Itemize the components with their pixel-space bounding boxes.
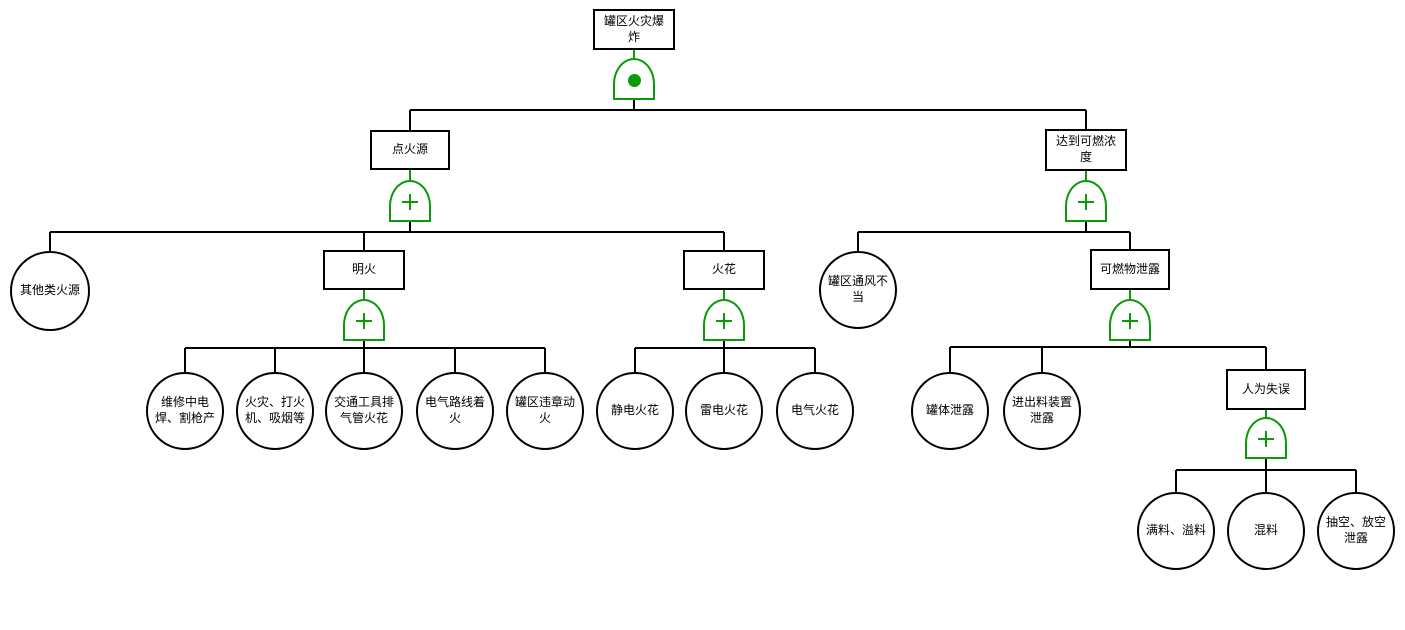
basic-event-electrical-spark: 电气火花 <box>776 372 854 450</box>
basic-event-inlet-outlet-device-leakage: 进出料装置 泄露 <box>1003 372 1081 450</box>
basic-event-other-fire-sources: 其他类火源 <box>10 251 90 331</box>
basic-event-welding-cutting-in-maintenance: 维修中电 焊、割枪产 <box>146 372 224 450</box>
basic-event-illegal-hot-work-in-tank-area: 罐区违章动 火 <box>506 372 584 450</box>
or-gate-plus-icon <box>716 313 732 329</box>
basic-event-vehicle-exhaust-spark: 交通工具排 气管火花 <box>325 372 403 450</box>
event-ignition-source: 点火源 <box>370 130 450 170</box>
or-gate-flammable-concentration <box>1065 180 1107 222</box>
or-gate-ignition-source <box>389 180 431 222</box>
or-gate-plus-icon <box>1258 431 1274 447</box>
top-event-tank-fire-explosion: 罐区火灾爆 炸 <box>593 9 675 50</box>
and-gate-top-event <box>613 58 655 100</box>
and-gate-dot-icon <box>627 73 641 87</box>
basic-event-emptying-venting-leakage: 抽空、放空 泄露 <box>1317 492 1395 570</box>
or-gate-plus-icon <box>402 194 418 210</box>
basic-event-static-spark: 静电火花 <box>596 372 674 450</box>
or-gate-human-error <box>1245 417 1287 459</box>
or-gate-flammable-leakage <box>1109 299 1151 341</box>
basic-event-lightning-spark: 雷电火花 <box>685 372 763 450</box>
basic-event-tank-body-leakage: 罐体泄露 <box>911 372 989 450</box>
event-spark: 火花 <box>683 250 765 290</box>
or-gate-spark <box>703 299 745 341</box>
basic-event-overfill-overflow: 满料、溢料 <box>1137 492 1215 570</box>
or-gate-plus-icon <box>1078 194 1094 210</box>
or-gate-open-flame <box>343 299 385 341</box>
event-flammable-concentration-reached: 达到可燃浓 度 <box>1045 129 1127 171</box>
event-human-error: 人为失误 <box>1226 369 1306 410</box>
event-flammable-material-leakage: 可燃物泄露 <box>1090 249 1170 290</box>
basic-event-electrical-line-fire: 电气路线着 火 <box>416 372 494 450</box>
or-gate-plus-icon <box>1122 313 1138 329</box>
event-open-flame: 明火 <box>323 250 405 290</box>
basic-event-tank-area-poor-ventilation: 罐区通风不 当 <box>819 251 897 329</box>
basic-event-fire-lighter-smoking: 火灾、打火 机、吸烟等 <box>236 372 314 450</box>
or-gate-plus-icon <box>356 313 372 329</box>
basic-event-material-mixing: 混料 <box>1227 492 1305 570</box>
